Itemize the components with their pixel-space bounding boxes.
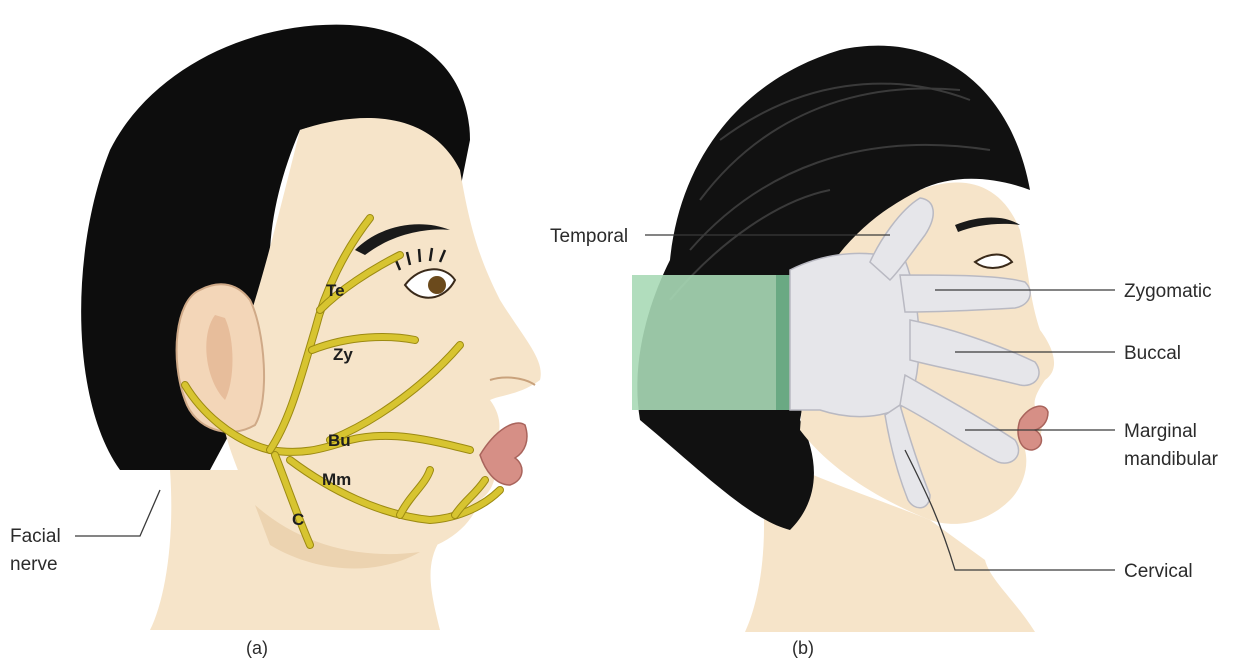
label-bu: Bu <box>328 431 351 450</box>
facial-nerve-leader <box>75 490 160 536</box>
cuff-band-b <box>776 275 790 410</box>
label-zy: Zy <box>333 345 353 364</box>
label-mm: Mm <box>322 470 351 489</box>
label-c: C <box>292 510 304 529</box>
label-temporal: Temporal <box>550 226 628 247</box>
iris-a <box>428 276 446 294</box>
caption-a: (a) <box>246 638 268 658</box>
caption-b: (b) <box>792 638 814 658</box>
panel-b: Temporal Zygomatic Buccal Marginal mandi… <box>550 46 1219 658</box>
label-te: Te <box>326 281 345 300</box>
glove-index <box>900 275 1030 312</box>
label-buccal: Buccal <box>1124 343 1181 364</box>
label-mandibular: mandibular <box>1124 449 1219 470</box>
label-marginal: Marginal <box>1124 421 1197 442</box>
cuff-b <box>632 275 792 410</box>
label-facial: Facial <box>10 526 61 547</box>
label-zygomatic: Zygomatic <box>1124 281 1212 302</box>
label-cervical: Cervical <box>1124 561 1193 582</box>
label-nerve: nerve <box>10 554 58 575</box>
panel-a: Te Zy Bu Mm C Facial nerve (a) <box>10 25 541 658</box>
